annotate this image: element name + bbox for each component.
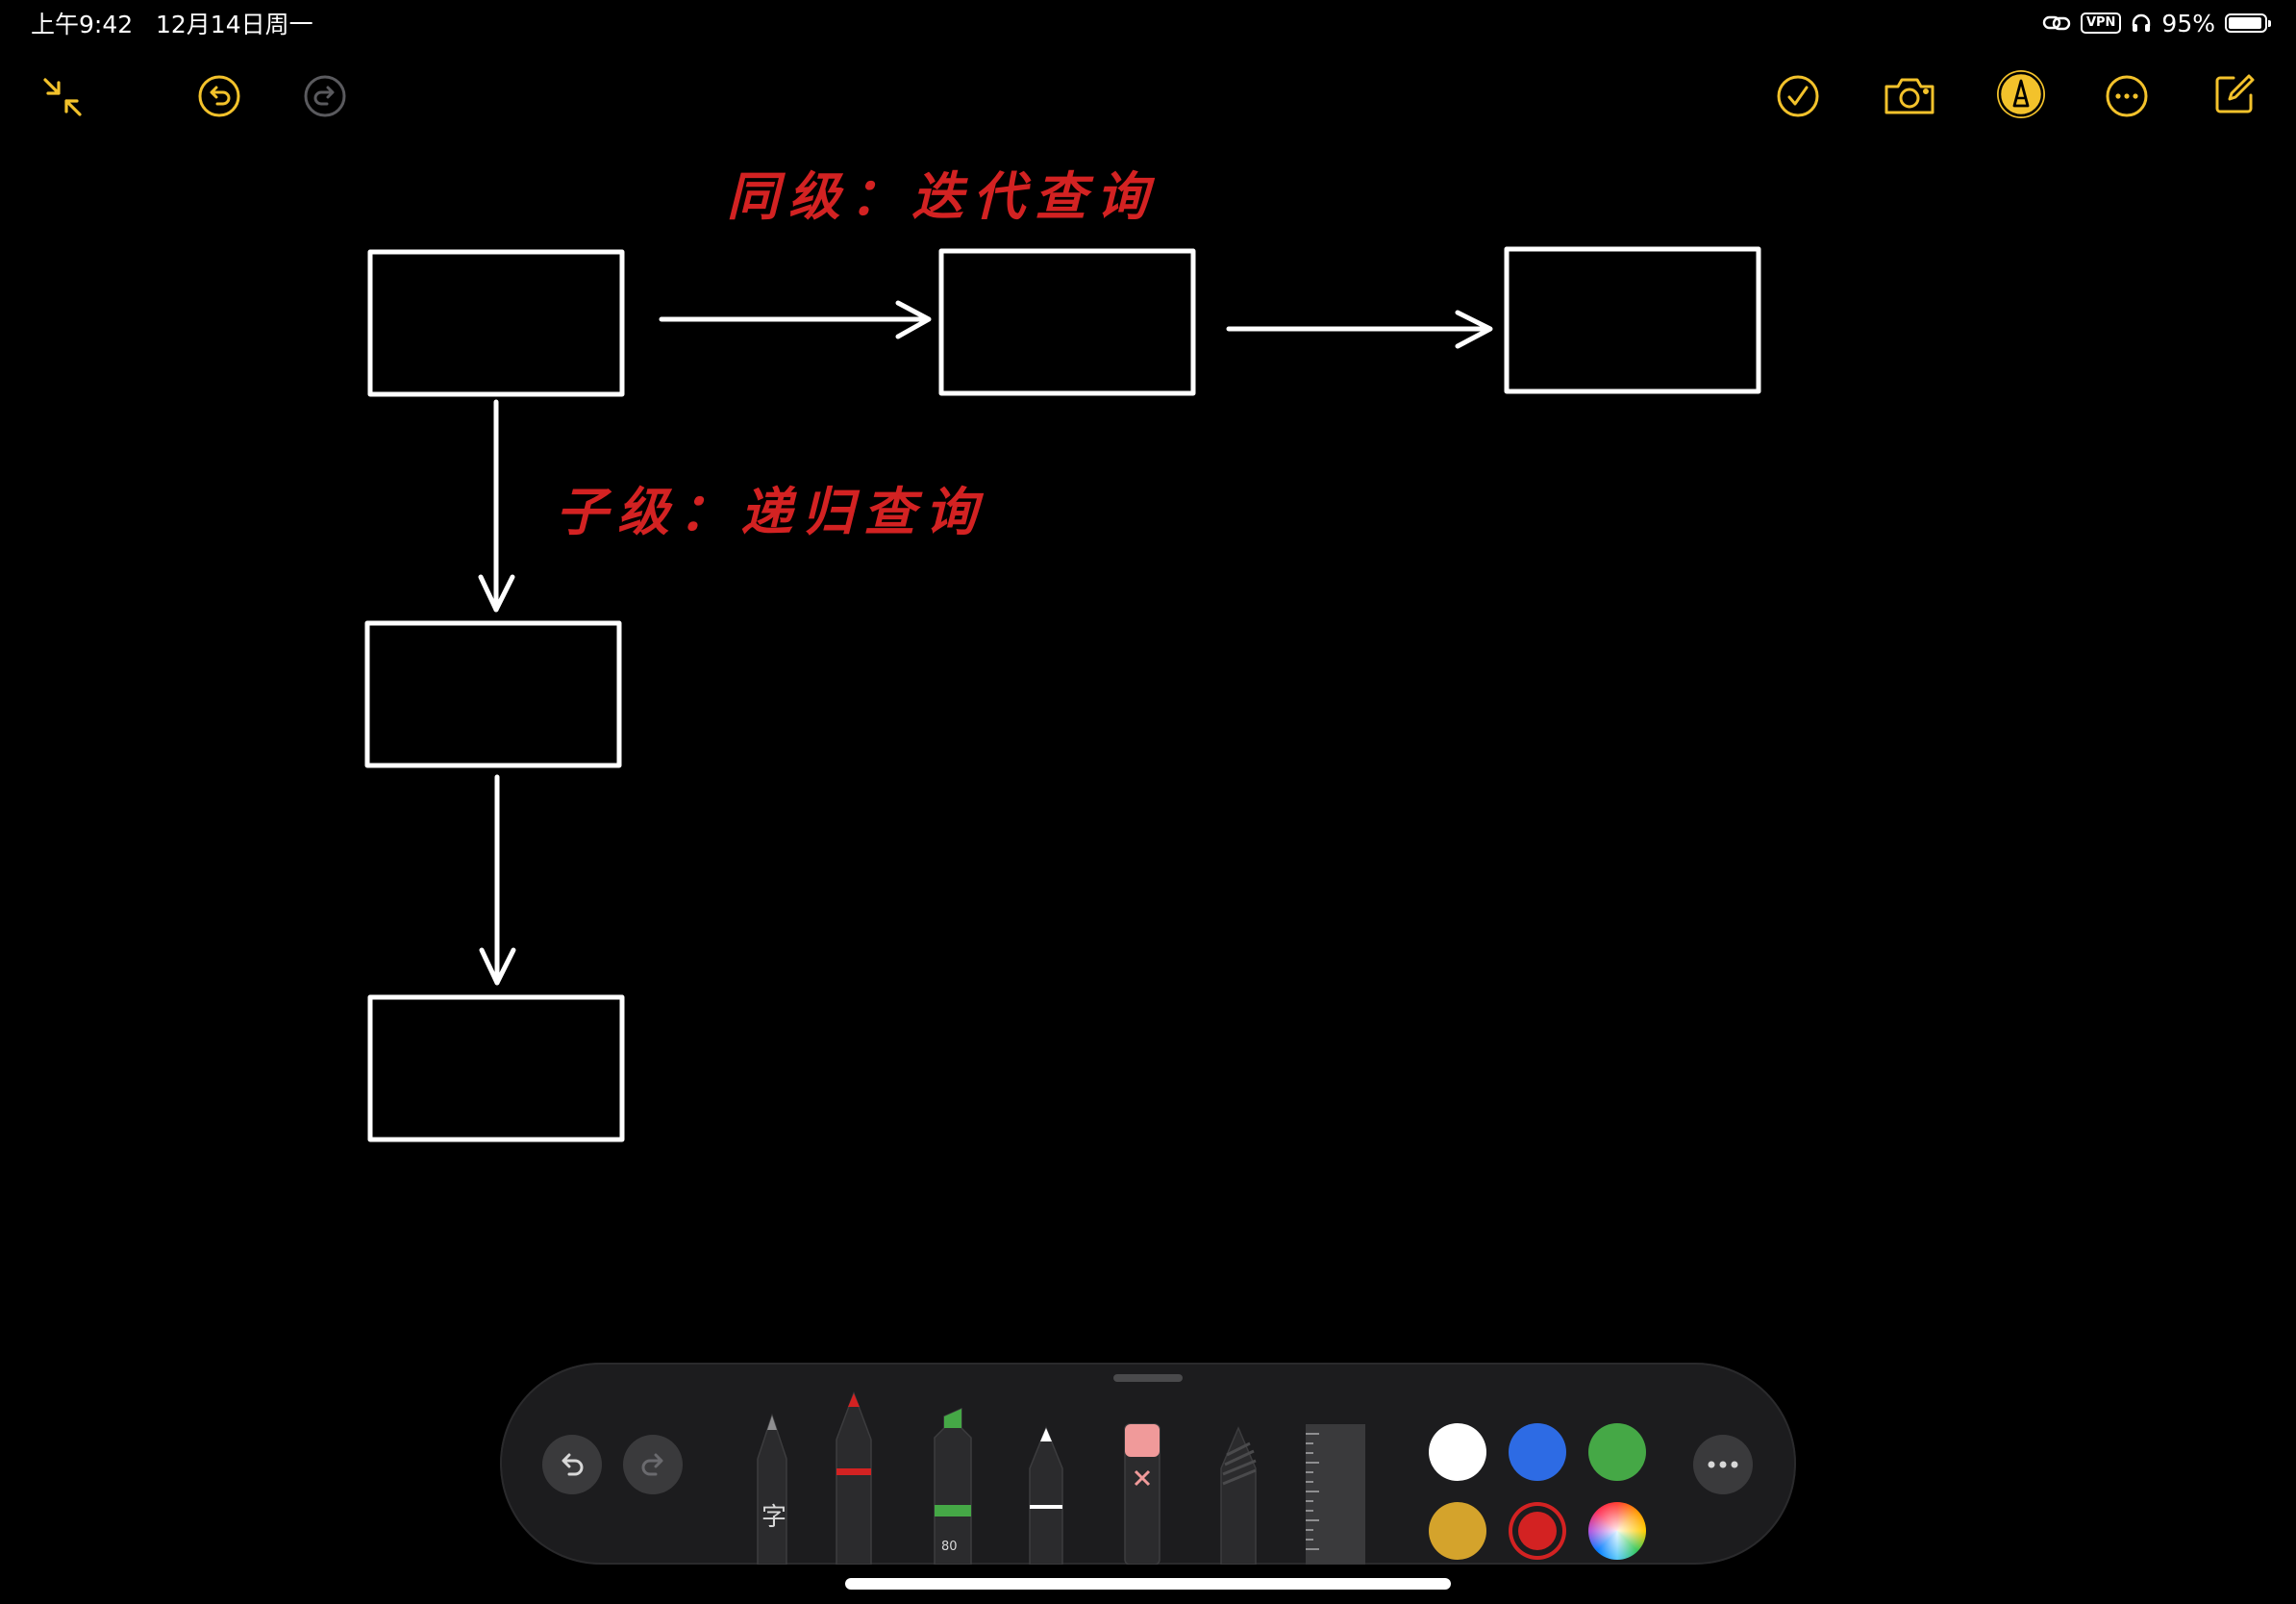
box-child-1 xyxy=(364,620,622,768)
camera-button[interactable] xyxy=(1881,71,1938,121)
palette-tools xyxy=(757,1391,1365,1565)
markup-button[interactable] xyxy=(1994,67,2048,121)
palette-undo-button[interactable] xyxy=(542,1435,602,1494)
vpn-badge: VPN xyxy=(2080,13,2122,34)
undo-button[interactable] xyxy=(194,71,244,121)
checklist-button[interactable] xyxy=(1773,71,1823,121)
spectrum-highlight xyxy=(1588,1502,1646,1560)
highlighter-value: 80 xyxy=(941,1540,958,1554)
collapse-button[interactable] xyxy=(38,73,87,121)
palette-redo-button[interactable] xyxy=(623,1435,683,1494)
color-blue[interactable] xyxy=(1509,1423,1566,1481)
undo-icon xyxy=(562,1453,584,1476)
status-time-date: 上午9:42 12月14日周一 xyxy=(31,6,313,40)
redo-button[interactable] xyxy=(300,71,350,121)
annotation-child: 子级：递归查询 xyxy=(556,481,986,542)
color-red-fill xyxy=(1518,1512,1557,1550)
text-pen-glyph: 字 xyxy=(761,1503,787,1532)
status-date: 12月14日周一 xyxy=(155,11,313,38)
checklist-icon xyxy=(1777,75,1819,117)
more-icon xyxy=(1708,1461,1738,1468)
camera-icon xyxy=(1884,78,1934,114)
status-bar: 上午9:42 12月14日周一 VPN 95% xyxy=(0,0,2296,46)
compose-button[interactable] xyxy=(2209,69,2259,119)
eraser-tool[interactable] xyxy=(1124,1423,1160,1565)
more-icon xyxy=(2106,75,2148,117)
home-indicator[interactable] xyxy=(845,1578,1451,1590)
crayon-tool[interactable] xyxy=(1220,1426,1257,1565)
compose-icon xyxy=(2215,74,2255,113)
status-time: 上午9:42 xyxy=(31,11,134,38)
arrow-sibling-1-to-sibling-2 xyxy=(1226,310,1493,349)
markup-pen-icon xyxy=(1997,70,2045,118)
box-root xyxy=(367,249,625,397)
palette-grabber[interactable] xyxy=(1113,1374,1183,1382)
annotation-sibling: 同级：迭代查询 xyxy=(727,165,1158,227)
battery-percent: 95% xyxy=(2161,9,2215,38)
box-child-2 xyxy=(367,994,625,1142)
pen-tool[interactable] xyxy=(1029,1426,1063,1565)
battery-icon xyxy=(2225,13,2271,33)
redo-icon xyxy=(641,1453,663,1476)
box-sibling-2 xyxy=(1504,246,1761,394)
undo-icon xyxy=(198,75,240,117)
arrow-root-to-sibling-1 xyxy=(659,300,932,339)
color-picker-spectrum[interactable] xyxy=(1588,1502,1646,1560)
palette-more-button[interactable] xyxy=(1693,1435,1753,1494)
collapse-icon xyxy=(43,78,82,116)
text-pen-tool[interactable] xyxy=(757,1413,787,1565)
battery-level xyxy=(2229,17,2262,29)
color-red-selected[interactable] xyxy=(1509,1502,1566,1560)
box-sibling-1 xyxy=(938,248,1196,396)
color-green[interactable] xyxy=(1588,1423,1646,1481)
color-white[interactable] xyxy=(1429,1423,1486,1481)
highlighter-tool[interactable] xyxy=(934,1407,972,1565)
arrow-root-to-child-1 xyxy=(478,399,515,613)
ruler-tool[interactable] xyxy=(1306,1424,1365,1565)
headphones-icon xyxy=(2133,13,2151,32)
marker-tool[interactable] xyxy=(836,1391,872,1565)
arrow-child-1-to-child-2 xyxy=(479,774,516,986)
more-button[interactable] xyxy=(2102,71,2152,121)
tool-palette: 字 80 xyxy=(500,1363,1796,1565)
link-icon xyxy=(2042,15,2071,31)
redo-icon xyxy=(304,75,346,117)
status-indicators: VPN 95% xyxy=(2042,8,2271,38)
color-yellow[interactable] xyxy=(1429,1502,1486,1560)
